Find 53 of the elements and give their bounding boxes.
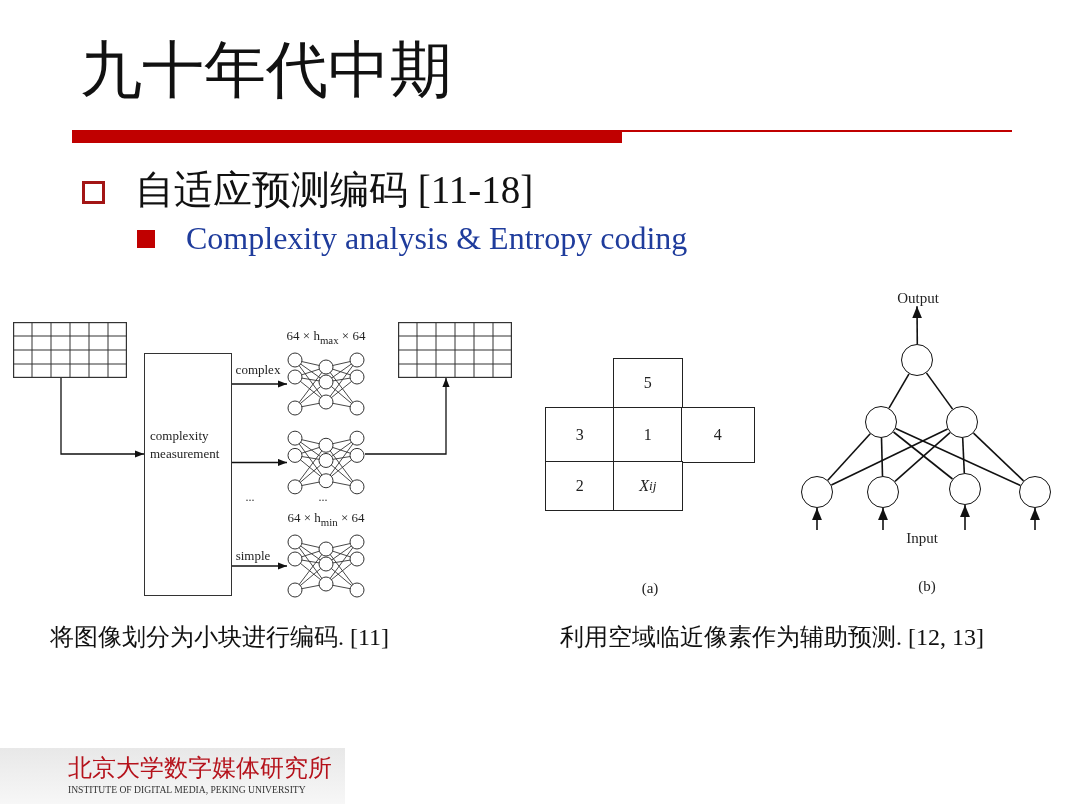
neural-network bbox=[287, 350, 365, 418]
neural-network bbox=[287, 428, 365, 497]
connector-line bbox=[961, 437, 966, 474]
subfigure-label: (b) bbox=[918, 577, 936, 595]
arrow bbox=[231, 458, 288, 467]
neuron-circle bbox=[946, 406, 978, 438]
neuron-circle bbox=[801, 476, 833, 508]
subfigure-label: (a) bbox=[641, 579, 659, 597]
sub-bullet-text: Complexity analysis & Entropy coding bbox=[186, 221, 688, 257]
neuron-circle bbox=[1019, 476, 1051, 508]
neuron-circle bbox=[949, 473, 981, 505]
connector-line bbox=[880, 437, 884, 477]
neuron-circle bbox=[901, 344, 933, 376]
arrow bbox=[878, 507, 888, 531]
block-grid bbox=[398, 322, 512, 378]
connector-line bbox=[894, 427, 1022, 487]
process-box: complexity measurement bbox=[144, 353, 232, 596]
edge-label: complex bbox=[234, 362, 282, 378]
output-label: Output bbox=[897, 289, 939, 307]
figure-caption: 将图像划分为小块进行编码. [11] bbox=[50, 624, 390, 651]
grid-cell: 2 bbox=[545, 461, 615, 511]
arrow bbox=[231, 562, 288, 570]
arrow bbox=[960, 504, 970, 531]
grid-cell: 1 bbox=[613, 407, 683, 463]
block-grid bbox=[13, 322, 127, 378]
institute-name: 北京大学数字媒体研究所 bbox=[68, 755, 332, 782]
neural-network bbox=[287, 532, 365, 600]
neuron-circle bbox=[867, 476, 899, 508]
grid-cell: 5 bbox=[613, 358, 683, 409]
connector-line bbox=[925, 372, 954, 410]
arrow bbox=[1030, 507, 1040, 531]
institute-name-english: INSTITUTE OF DIGITAL MEDIA, PEKING UNIVERSITY bbox=[68, 785, 306, 796]
slide-title: 九十年代中期 bbox=[80, 39, 452, 101]
layer-size-label: 64 × h$_{min}$ × 64 bbox=[287, 511, 365, 529]
connector-line bbox=[888, 373, 910, 409]
arrow bbox=[912, 305, 923, 345]
arrow bbox=[364, 377, 450, 455]
figure-caption: 利用空域临近像素作为辅助预测. [12, 13] bbox=[560, 624, 984, 651]
bullet-text: 自适应预测编码 [11-18] bbox=[135, 169, 534, 212]
grid-cell: 4 bbox=[681, 407, 755, 463]
ellipsis: ... bbox=[245, 491, 255, 505]
grid-cell: 3 bbox=[545, 407, 615, 463]
arrow bbox=[231, 380, 288, 388]
neuron-circle bbox=[865, 406, 897, 438]
input-label: Input bbox=[906, 529, 938, 547]
connector-line bbox=[972, 432, 1025, 482]
connector-line bbox=[827, 433, 871, 481]
ellipsis: ... bbox=[318, 491, 328, 505]
arrow bbox=[60, 377, 145, 458]
arrow bbox=[812, 507, 822, 531]
connector-line bbox=[830, 428, 949, 486]
edge-label: simple bbox=[234, 548, 272, 564]
layer-size-label: 64 × h$_{max}$ × 64 bbox=[286, 329, 366, 347]
